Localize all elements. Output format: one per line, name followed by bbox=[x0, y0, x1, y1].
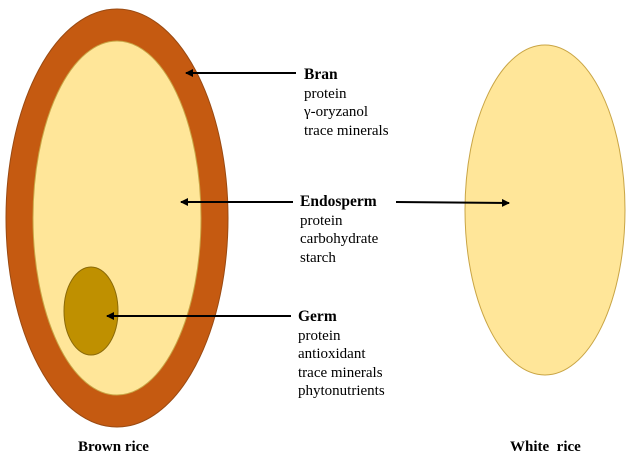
endosperm-title: Endosperm bbox=[300, 193, 378, 212]
germ-item: phytonutrients bbox=[298, 382, 385, 401]
endosperm-item: protein bbox=[300, 212, 378, 231]
brown-rice-caption: Brown rice bbox=[78, 439, 149, 456]
bran-item: trace minerals bbox=[304, 122, 389, 141]
bran-title: Bran bbox=[304, 66, 389, 85]
bran-item: protein bbox=[304, 85, 389, 104]
germ-item: antioxidant bbox=[298, 345, 385, 364]
germ-item: trace minerals bbox=[298, 364, 385, 383]
endosperm-item: starch bbox=[300, 249, 378, 268]
bran-item: γ-oryzanol bbox=[304, 103, 389, 122]
white-rice-caption: White rice bbox=[510, 439, 581, 456]
germ bbox=[64, 267, 118, 355]
endosperm-item: carbohydrate bbox=[300, 230, 378, 249]
endosperm-arrow-right bbox=[396, 202, 509, 203]
bran-label: Bran protein γ-oryzanol trace minerals bbox=[304, 66, 389, 140]
germ-label: Germ protein antioxidant trace minerals … bbox=[298, 308, 385, 401]
endosperm-label: Endosperm protein carbohydrate starch bbox=[300, 193, 378, 267]
endosperm-brown bbox=[33, 41, 201, 395]
germ-item: protein bbox=[298, 327, 385, 346]
germ-title: Germ bbox=[298, 308, 385, 327]
white-rice-grain bbox=[465, 45, 625, 375]
